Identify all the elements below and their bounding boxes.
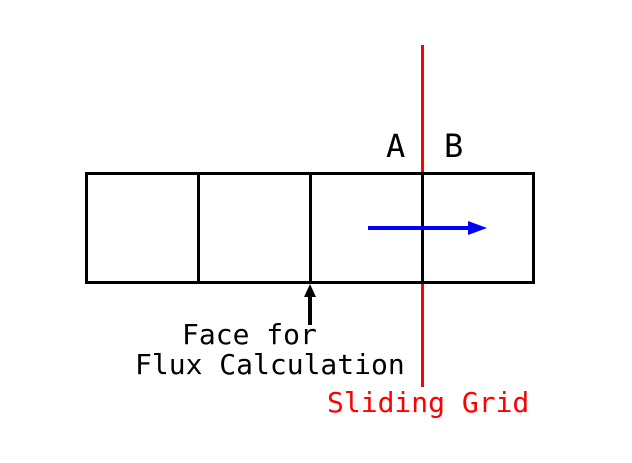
face-label-line2: Flux Calculation <box>135 348 405 381</box>
label-cell-b: B <box>444 127 464 165</box>
motion-right-arrow-head <box>468 221 487 235</box>
sliding-grid-label: Sliding Grid <box>327 386 530 419</box>
face-label-line1: Face for <box>182 318 317 351</box>
motion-right-arrow-icon <box>368 221 487 235</box>
label-cell-a: A <box>386 127 406 165</box>
cell-divider <box>309 172 312 284</box>
cell-divider <box>197 172 200 284</box>
face-pointer-up-arrow-icon <box>304 284 316 325</box>
face-pointer-up-arrow-head <box>304 284 316 297</box>
